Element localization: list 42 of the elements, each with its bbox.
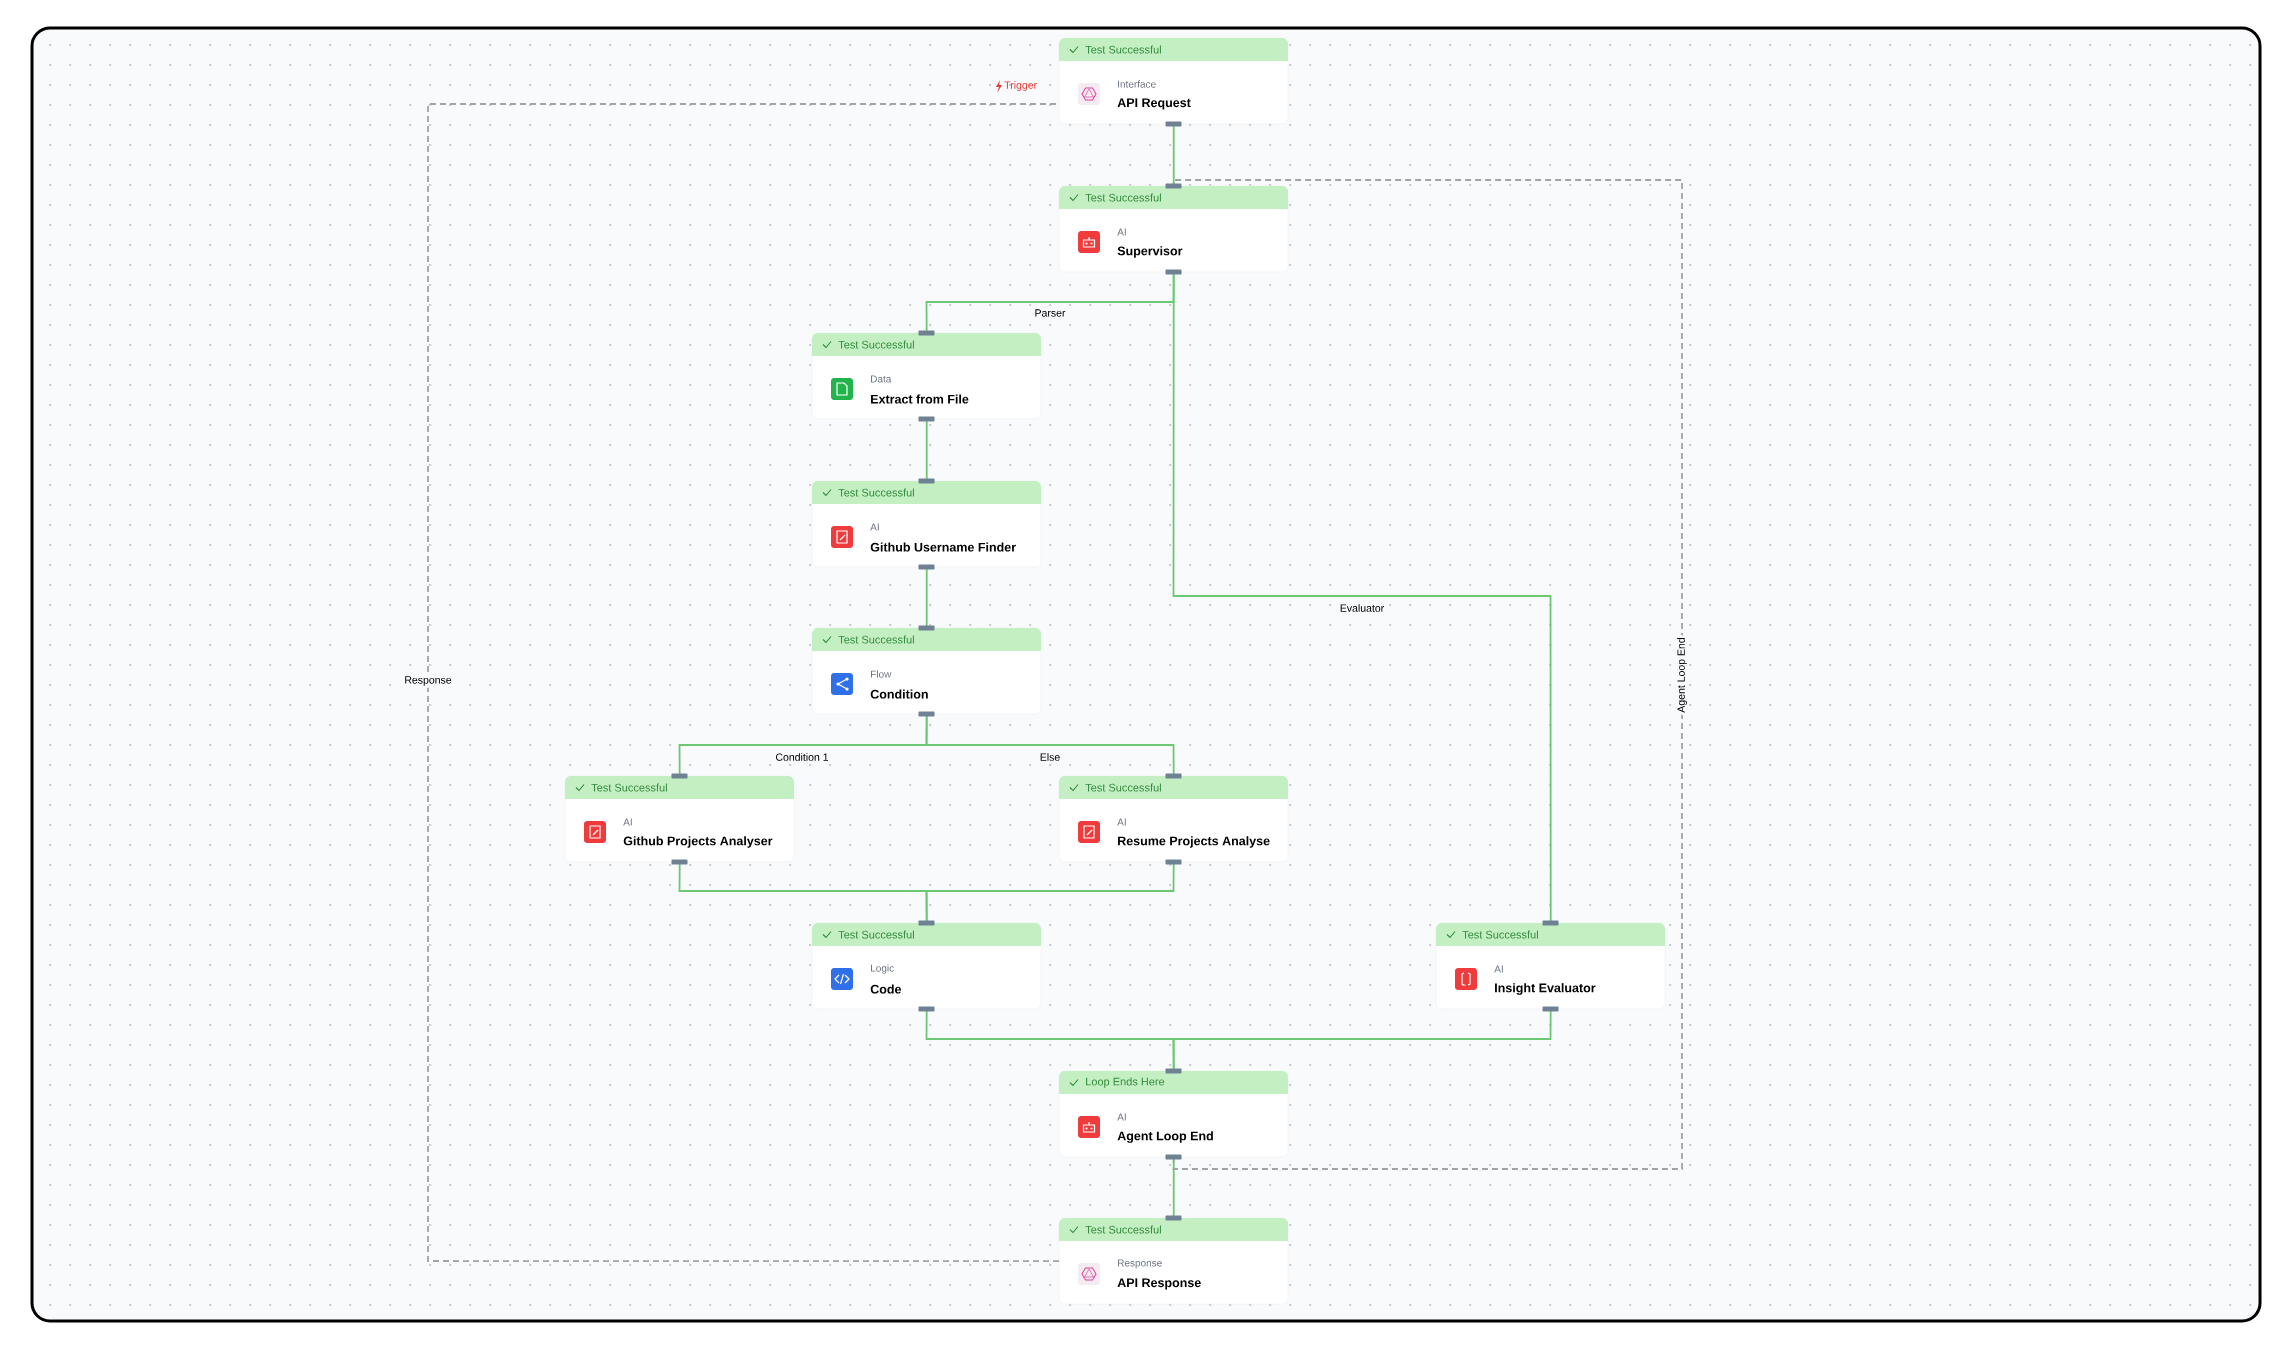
category-label: Logic — [871, 964, 894, 974]
edge-label: Else — [1037, 751, 1063, 763]
node-title: Agent Loop End — [1117, 1131, 1213, 1143]
status-label: Test Successful — [1085, 45, 1161, 54]
status-label: Test Successful — [838, 340, 914, 349]
node-title: API Request — [1117, 98, 1191, 110]
edge-label: Condition 1 — [773, 751, 831, 763]
category-label: Response — [1118, 1259, 1162, 1269]
category-label: Flow — [871, 670, 892, 678]
edge-label: Parser — [1032, 307, 1068, 319]
node-title: Github Projects Analyser — [623, 836, 773, 848]
category-label: AI — [1117, 1113, 1126, 1121]
category-label: Data — [871, 375, 892, 383]
status-label: Test Successful — [1085, 193, 1161, 202]
status-label: Test Successful — [591, 783, 667, 792]
node-title: Github Username Finder — [870, 542, 1016, 552]
category-label: AI — [1494, 965, 1503, 973]
status-label: Test Successful — [1462, 930, 1538, 939]
category-label: AI — [1117, 818, 1126, 826]
connector — [427, 103, 1060, 1263]
connector — [1172, 179, 1683, 1170]
status-label: Test Successful — [1085, 1225, 1161, 1234]
node-title: Condition — [870, 689, 928, 699]
node-title: Code — [870, 984, 902, 994]
status-label: Loop Ends Here — [1086, 1077, 1165, 1088]
node-title: Supervisor — [1117, 246, 1183, 258]
status-label: Test Successful — [838, 488, 914, 497]
edge-label: Evaluator — [1337, 602, 1387, 614]
node-title: Insight Evaluator — [1495, 983, 1596, 995]
status-label: Test Successful — [838, 930, 914, 939]
status-label: Test Successful — [838, 635, 914, 644]
category-label: AI — [1117, 228, 1126, 236]
edge-label: Response — [402, 674, 454, 688]
trigger-label: Trigger — [1004, 81, 1037, 91]
category-label: AI — [623, 818, 632, 826]
category-label: Interface — [1118, 80, 1156, 88]
status-label: Test Successful — [1085, 783, 1161, 792]
category-label: AI — [870, 523, 879, 531]
node-title: Resume Projects Analyse — [1118, 836, 1270, 848]
node-title: Extract from File — [871, 394, 969, 404]
node-title: API Response — [1117, 1278, 1201, 1290]
edge-label: Agent Loop End — [1675, 635, 1689, 715]
